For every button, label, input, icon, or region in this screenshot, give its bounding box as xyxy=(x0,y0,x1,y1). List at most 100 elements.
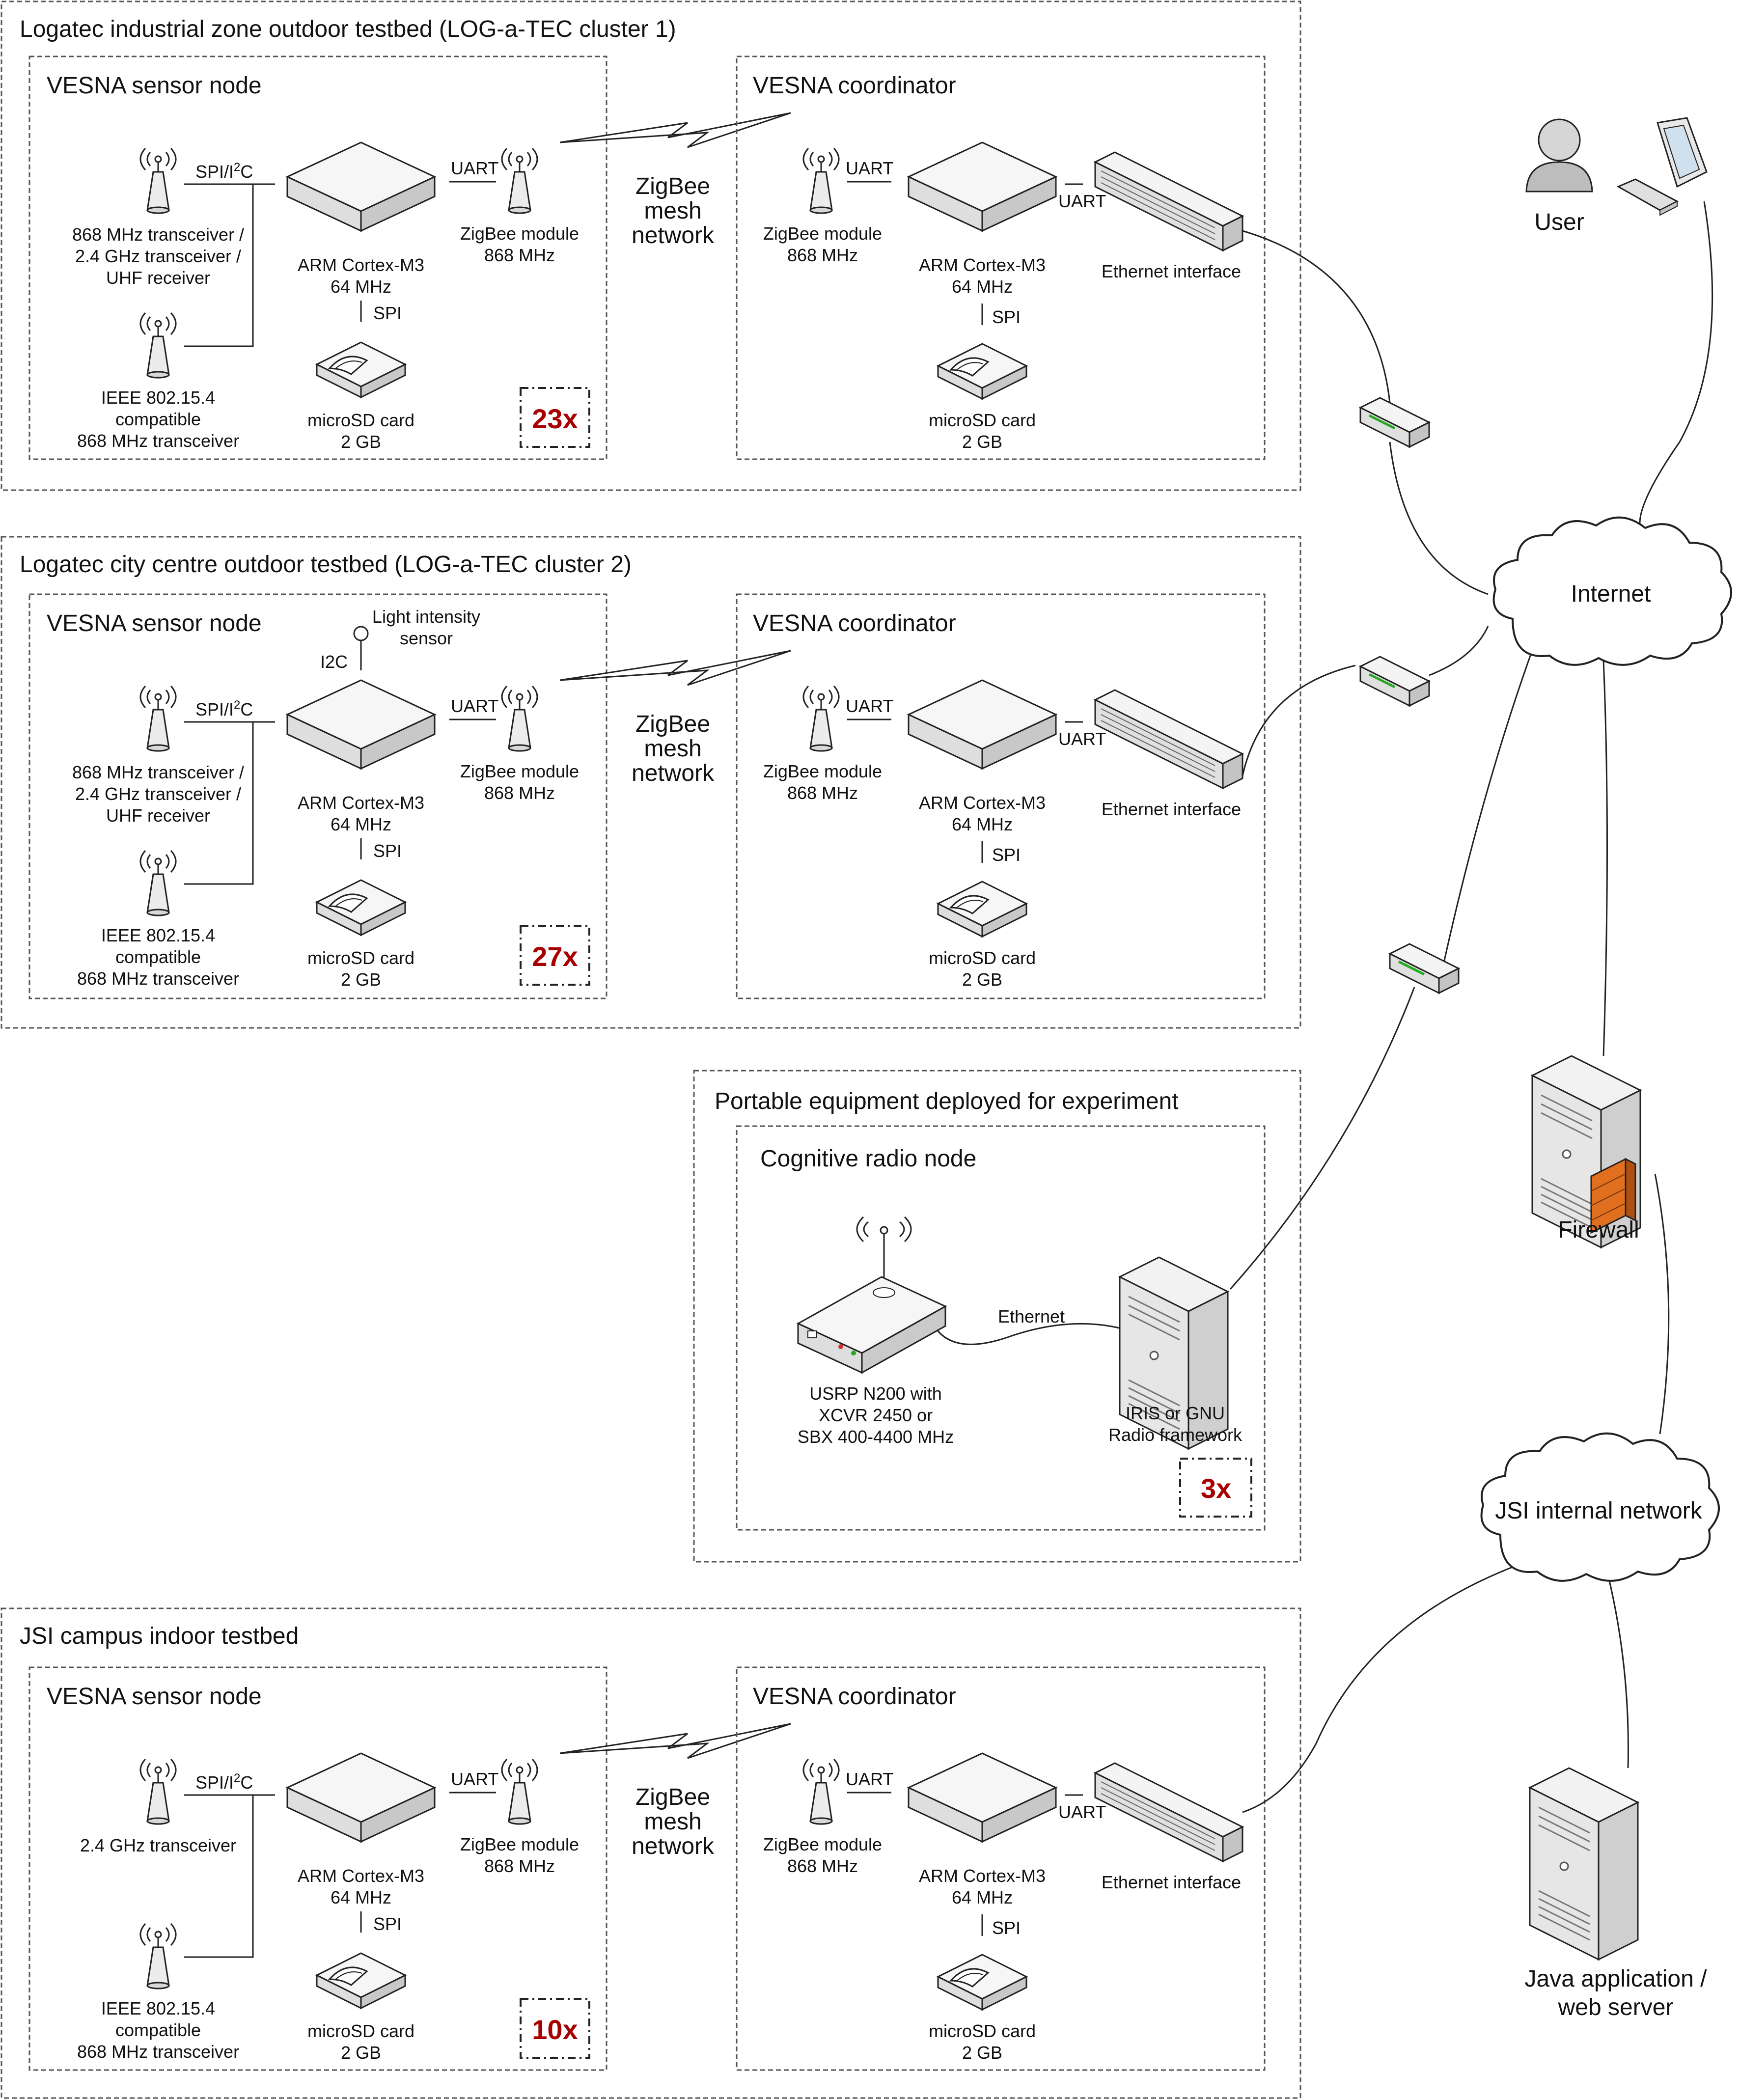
antenna-icon xyxy=(139,147,177,214)
antenna-icon xyxy=(501,147,538,214)
antenna-icon xyxy=(501,1758,538,1825)
cpu-line2: 64 MHz xyxy=(331,276,391,297)
coord-sd-line2: 2 GB xyxy=(962,432,1002,452)
sd-line1: microSD card xyxy=(307,2021,414,2041)
portable-title: Portable equipment deployed for experime… xyxy=(715,1088,1179,1114)
cpu-line2: 64 MHz xyxy=(331,1887,391,1907)
cluster-1: Logatec industrial zone outdoor testbed … xyxy=(0,0,1301,491)
cognitive-node-title: Cognitive radio node xyxy=(760,1146,976,1172)
light-line2: sensor xyxy=(400,628,453,648)
cpu-box-icon xyxy=(908,141,1057,232)
ethernet-switch-icon xyxy=(1094,1762,1243,1862)
lightning-link-icon xyxy=(559,650,792,686)
coord-sd-line2: 2 GB xyxy=(962,969,1002,990)
cluster-1-title: Logatec industrial zone outdoor testbed … xyxy=(20,16,676,42)
network-links xyxy=(1229,201,1713,1813)
coord-uart1-label: UART xyxy=(846,158,893,178)
radio1-line2: 2.4 GHz transceiver / xyxy=(75,784,241,804)
radio1-line1: 868 MHz transceiver / xyxy=(72,762,244,782)
server-icon xyxy=(1529,1767,1639,1961)
ethernet-switch-icon xyxy=(1094,689,1243,789)
radio1-line3: UHF receiver xyxy=(106,805,210,826)
coord-cpu-line2: 64 MHz xyxy=(952,1887,1013,1907)
uart-label: UART xyxy=(451,696,498,716)
mesh-line1: ZigBee xyxy=(635,711,710,737)
sd-line2: 2 GB xyxy=(341,432,381,452)
bus-label: SPI/I2C xyxy=(195,161,253,182)
cluster-2: Logatec city centre outdoor testbed (LOG… xyxy=(0,536,1301,1029)
sd-line2: 2 GB xyxy=(341,2043,381,2063)
radio2-line1: IEEE 802.15.4 xyxy=(101,1998,215,2018)
usrp-line2: XCVR 2450 or xyxy=(819,1405,933,1425)
mesh-line3: network xyxy=(632,222,715,249)
mesh-line3: network xyxy=(632,1833,715,1859)
coord-sd-line1: microSD card xyxy=(929,410,1036,430)
radio2-line2: compatible xyxy=(115,947,201,967)
antenna-icon xyxy=(802,147,840,214)
internet-label: Internet xyxy=(1571,581,1651,607)
cluster-2-title: Logatec city centre outdoor testbed (LOG… xyxy=(20,552,632,578)
router-icon xyxy=(1360,398,1429,447)
router-icon xyxy=(1360,657,1429,706)
spi-label: SPI xyxy=(373,1914,402,1934)
iris-line2: Radio framework xyxy=(1108,1425,1243,1445)
cpu-line1: ARM Cortex-M3 xyxy=(298,1866,424,1886)
coord-cpu-line1: ARM Cortex-M3 xyxy=(919,255,1046,275)
radio2-line3: 868 MHz transceiver xyxy=(77,431,239,451)
router-icon xyxy=(1390,944,1459,993)
coord-uart2-label: UART xyxy=(1058,1802,1106,1822)
coord-zigbee-line1: ZigBee module xyxy=(763,761,882,781)
usrp-line3: SBX 400-4400 MHz xyxy=(798,1427,954,1447)
firewall-icon xyxy=(1590,1158,1636,1234)
zigbee-line1: ZigBee module xyxy=(460,761,579,781)
usrp-line1: USRP N200 with xyxy=(809,1383,941,1404)
count-badge: 27x xyxy=(532,941,578,972)
mesh-line2: mesh xyxy=(644,736,701,762)
coord-zigbee-line1: ZigBee module xyxy=(763,223,882,244)
sensor-node-title: VESNA sensor node xyxy=(47,73,262,99)
light-line1: Light intensity xyxy=(372,607,480,627)
coord-uart1-label: UART xyxy=(846,1769,893,1789)
light-sensor-icon xyxy=(353,626,369,641)
spi-label: SPI xyxy=(373,841,402,861)
radio1-line2: 2.4 GHz transceiver / xyxy=(75,246,241,266)
zigbee-line1: ZigBee module xyxy=(460,1834,579,1854)
mesh-line1: ZigBee xyxy=(635,1784,710,1810)
i2c-label: I2C xyxy=(320,652,348,672)
sensor-node-title: VESNA sensor node xyxy=(47,1684,262,1710)
antenna-icon xyxy=(139,685,177,752)
coordinator-title: VESNA coordinator xyxy=(753,610,956,636)
jsi-network-label: JSI internal network xyxy=(1495,1498,1703,1524)
cpu-box-icon xyxy=(286,679,436,770)
coordinator-title: VESNA coordinator xyxy=(753,73,956,99)
sd-line2: 2 GB xyxy=(341,969,381,990)
radio2-line1: IEEE 802.15.4 xyxy=(101,387,215,408)
spi-label: SPI xyxy=(373,303,402,323)
radio1-line1: 2.4 GHz transceiver xyxy=(80,1835,236,1855)
server-line2: web server xyxy=(1558,1994,1674,2020)
server-line1: Java application / xyxy=(1525,1966,1708,1992)
antenna-icon xyxy=(802,1758,840,1825)
microsd-icon xyxy=(316,1952,406,2009)
antenna-icon xyxy=(139,1758,177,1825)
sd-line1: microSD card xyxy=(307,410,414,430)
user-label: User xyxy=(1534,209,1584,235)
count-badge: 10x xyxy=(532,2014,578,2045)
mesh-line3: network xyxy=(632,760,715,786)
radio2-line1: IEEE 802.15.4 xyxy=(101,925,215,945)
lightning-link-icon xyxy=(559,1723,792,1759)
coord-sd-line1: microSD card xyxy=(929,2021,1036,2041)
count-badge: 3x xyxy=(1201,1473,1231,1504)
coord-cpu-line1: ARM Cortex-M3 xyxy=(919,1866,1046,1886)
microsd-icon xyxy=(937,1954,1027,2011)
cpu-box-icon xyxy=(908,679,1057,770)
usrp-icon xyxy=(796,1216,947,1374)
ethernet-label: Ethernet xyxy=(998,1306,1065,1326)
ethernet-switch-icon xyxy=(1094,151,1243,251)
iris-line1: IRIS or GNU xyxy=(1126,1403,1225,1423)
coord-uart1-label: UART xyxy=(846,696,893,716)
coord-spi-label: SPI xyxy=(992,845,1021,865)
coord-zigbee-line2: 868 MHz xyxy=(787,783,858,803)
firewall-label: Firewall xyxy=(1558,1217,1639,1243)
